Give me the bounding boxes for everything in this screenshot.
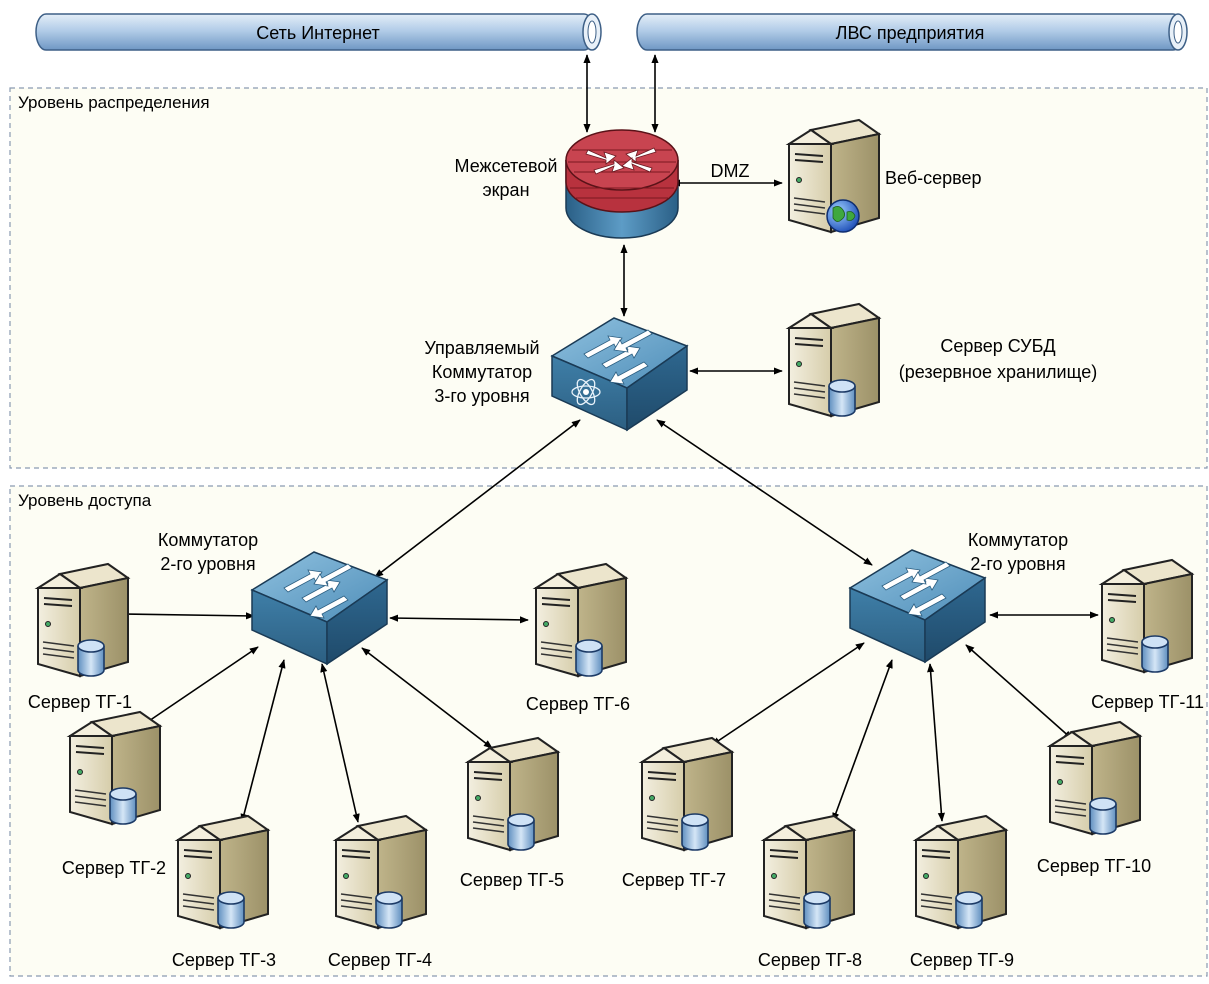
- access-switch-right-label-line1: Коммутатор: [968, 530, 1068, 550]
- core-switch[interactable]: Управляемый Коммутатор 3-го уровня: [424, 317, 688, 431]
- lan-pipe: ЛВС предприятия: [636, 13, 1188, 51]
- access-switch-left-label-line2: 2-го уровня: [160, 554, 255, 574]
- link-core-left: [374, 419, 581, 578]
- server-tg4-label: Сервер ТГ-4: [328, 950, 432, 970]
- database-cylinder-icon: [507, 813, 535, 851]
- core-switch-label-line1: Управляемый: [424, 338, 539, 358]
- web-server[interactable]: Веб-сервер: [788, 119, 982, 233]
- link-tg3: [240, 659, 286, 823]
- dbms-server[interactable]: Сервер СУБД (резервное хранилище): [788, 303, 1097, 417]
- server-tg10-label: Сервер ТГ-10: [1037, 856, 1151, 876]
- server-tg8[interactable]: Сервер ТГ-8: [758, 815, 862, 970]
- server-tg1-label: Сервер ТГ-1: [28, 692, 132, 712]
- internet-label: Сеть Интернет: [256, 23, 380, 43]
- link-tg10: [965, 644, 1073, 740]
- link-tg1: [119, 610, 255, 620]
- database-cylinder-icon: [575, 639, 603, 677]
- server-tg7-label: Сервер ТГ-7: [622, 870, 726, 890]
- core-switch-label-line2: Коммутатор: [432, 362, 532, 382]
- distribution-zone-label: Уровень распределения: [18, 93, 210, 112]
- dbms-server-label-line2: (резервное хранилище): [899, 362, 1097, 382]
- database-cylinder-icon: [1089, 797, 1117, 835]
- access-switch-right-label-line2: 2-го уровня: [970, 554, 1065, 574]
- lan-label: ЛВС предприятия: [836, 23, 985, 43]
- database-cylinder-icon: [109, 787, 137, 825]
- database-cylinder-icon: [681, 813, 709, 851]
- server-tg3[interactable]: Сервер ТГ-3: [172, 815, 276, 970]
- server-tg5-label: Сервер ТГ-5: [460, 870, 564, 890]
- server-tg9[interactable]: Сервер ТГ-9: [910, 815, 1014, 970]
- firewall-router-icon: [565, 129, 679, 239]
- internet-pipe: Сеть Интернет: [35, 13, 602, 51]
- access-switch-right[interactable]: Коммутатор 2-го уровня: [849, 530, 1068, 663]
- link-tg6: [389, 614, 529, 624]
- server-tg9-label: Сервер ТГ-9: [910, 950, 1014, 970]
- web-server-label: Веб-сервер: [885, 168, 982, 188]
- dbms-server-label-line1: Сервер СУБД: [940, 336, 1055, 356]
- connections: [119, 54, 1099, 823]
- database-cylinder-icon: [803, 891, 831, 929]
- server-tg4[interactable]: Сервер ТГ-4: [328, 815, 432, 970]
- link-tg2: [142, 646, 259, 726]
- server-tg3-label: Сервер ТГ-3: [172, 950, 276, 970]
- firewall-label-line2: экран: [482, 180, 529, 200]
- core-switch-label-line3: 3-го уровня: [434, 386, 529, 406]
- server-tg1[interactable]: Сервер ТГ-1: [28, 563, 132, 712]
- server-tg6-label: Сервер ТГ-6: [526, 694, 630, 714]
- database-cylinder-icon: [217, 891, 245, 929]
- access-switch-left[interactable]: Коммутатор 2-го уровня: [158, 530, 388, 665]
- access-zone-label: Уровень доступа: [18, 491, 152, 510]
- server-tg11-label: Сервер ТГ-11: [1091, 692, 1204, 712]
- firewall[interactable]: Межсетевой экран: [455, 129, 679, 239]
- server-tg6[interactable]: Сервер ТГ-6: [526, 563, 630, 714]
- layer3-atom-icon: [571, 378, 601, 406]
- server-tg5[interactable]: Сервер ТГ-5: [460, 737, 564, 890]
- firewall-label-line1: Межсетевой: [455, 156, 558, 176]
- server-tg8-label: Сервер ТГ-8: [758, 950, 862, 970]
- database-cylinder-icon: [955, 891, 983, 929]
- server-tg7[interactable]: Сервер ТГ-7: [622, 737, 733, 890]
- server-tg11[interactable]: Сервер ТГ-11: [1091, 559, 1204, 712]
- link-tg8: [832, 659, 893, 822]
- link-tg5: [361, 647, 493, 749]
- database-cylinder-icon: [77, 639, 105, 677]
- globe-icon: [826, 199, 860, 233]
- server-tg10[interactable]: Сервер ТГ-10: [1037, 721, 1151, 876]
- link-tg9: [927, 663, 945, 822]
- database-cylinder-icon: [375, 891, 403, 929]
- database-cylinder-icon: [1141, 635, 1169, 673]
- link-tg4: [320, 663, 360, 823]
- server-tg2[interactable]: Сервер ТГ-2: [62, 711, 166, 878]
- dmz-label: DMZ: [711, 161, 750, 181]
- link-core-right: [656, 419, 873, 566]
- database-cylinder-icon: [828, 379, 856, 417]
- server-tg2-label: Сервер ТГ-2: [62, 858, 166, 878]
- access-switch-left-label-line1: Коммутатор: [158, 530, 258, 550]
